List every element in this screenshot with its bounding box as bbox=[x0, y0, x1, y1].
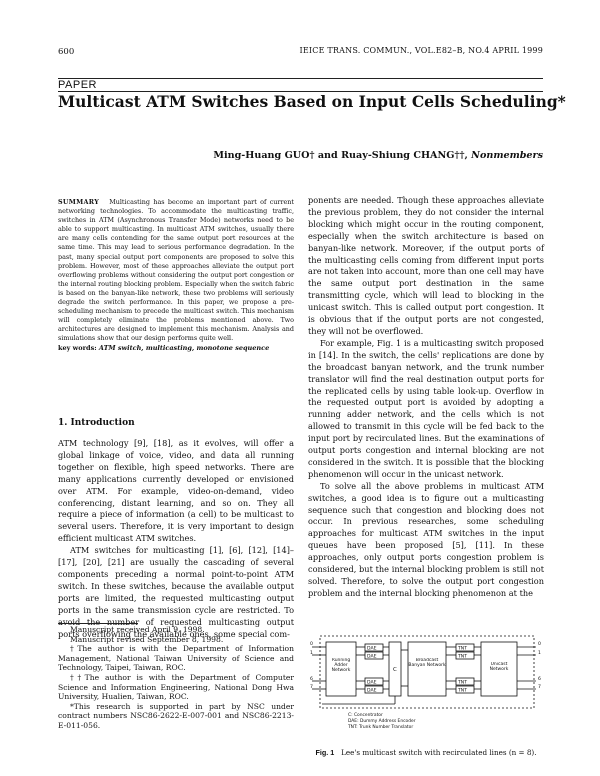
dae-box-2 bbox=[364, 651, 384, 660]
input-label-1: 1 bbox=[310, 650, 313, 656]
author-line: Ming-Huang GUO† and Ruay-Shiung CHANG††,… bbox=[213, 150, 543, 161]
legend-dae: DAE: Dummy Address Encoder bbox=[348, 718, 416, 724]
legend-concentrator: C: Concentrator bbox=[348, 712, 383, 718]
input-label-0: 0 bbox=[310, 641, 313, 647]
page-number: 600 bbox=[58, 47, 75, 57]
tnt-label-1: TNT bbox=[457, 646, 467, 652]
running-adder-block bbox=[325, 641, 357, 697]
footnote-rule bbox=[58, 623, 138, 624]
tnt-label-2: TNT bbox=[457, 654, 467, 660]
output-label-1: 1 bbox=[538, 650, 541, 656]
left-column-body: ATM technology [9], [18], as it evolves,… bbox=[58, 438, 294, 640]
journal-header: IEICE TRANS. COMMUN., VOL.E82–B, NO.4 AP… bbox=[299, 46, 543, 55]
intro-paragraph-5: To solve all the above problems in multi… bbox=[308, 480, 544, 598]
legend-tnt: TNT: Trunk Number Translator bbox=[347, 724, 413, 730]
figure-1-caption-text: Lee's multicast switch with recirculated… bbox=[341, 748, 537, 757]
dae-box-4 bbox=[364, 685, 384, 694]
tnt-label-4: TNT bbox=[457, 688, 467, 694]
tnt-box-2 bbox=[455, 651, 475, 660]
footnotes: Manuscript received April 9, 1998. Manus… bbox=[58, 625, 294, 731]
figure-1-caption-label: Fig. 1 bbox=[315, 748, 335, 757]
abstract-text: Multicasting has become an important par… bbox=[58, 198, 294, 343]
figure-1: 0 1 6 7 0 1 6 7 DAE DAE DAE DAE TNT TNT … bbox=[308, 630, 544, 755]
banyan-label: Broadcast Banyan Network bbox=[408, 658, 446, 669]
keywords-text: ATM switch, multicasting, monotone seque… bbox=[98, 343, 270, 352]
right-column-body: ponents are needed. Though these approac… bbox=[308, 195, 544, 600]
dae-label-1: DAE bbox=[367, 646, 377, 652]
unicast-label: Unicast Network bbox=[489, 662, 509, 673]
output-label-6: 6 bbox=[538, 676, 541, 682]
tnt-box-4 bbox=[455, 685, 475, 694]
output-label-7: 7 bbox=[538, 684, 541, 690]
concentrator-label: C bbox=[393, 667, 397, 673]
footnote-author-1: †The author is with the Department of In… bbox=[58, 644, 294, 673]
top-rule bbox=[58, 78, 543, 79]
dae-label-2: DAE bbox=[367, 654, 377, 660]
footnote-author-2: ††The author is with the Department of C… bbox=[58, 672, 294, 702]
unicast-block bbox=[480, 641, 518, 697]
paper-type-rule bbox=[58, 91, 543, 92]
intro-paragraph-4: For example, Fig. 1 is a multicasting sw… bbox=[308, 337, 544, 479]
section-heading-introduction: 1. Introduction bbox=[58, 418, 135, 428]
abstract: SUMMARY Multicasting has become an impor… bbox=[58, 198, 294, 353]
keywords: key words: ATM switch, multicasting, mon… bbox=[58, 344, 294, 353]
intro-paragraph-1: ATM technology [9], [18], as it evolves,… bbox=[58, 438, 294, 544]
input-label-6: 6 bbox=[310, 676, 313, 682]
intro-paragraph-3: ponents are needed. Though these approac… bbox=[308, 195, 544, 336]
input-label-7: 7 bbox=[310, 684, 313, 690]
tnt-label-3: TNT bbox=[457, 680, 467, 686]
author-role: Nonmembers bbox=[471, 150, 543, 161]
keywords-label: key words: bbox=[58, 343, 97, 352]
intro-paragraph-2: ATM switches for multicasting [1], [6], … bbox=[58, 545, 294, 639]
figure-1-diagram: 0 1 6 7 0 1 6 7 DAE DAE DAE DAE TNT TNT … bbox=[310, 635, 541, 730]
dae-label-3: DAE bbox=[367, 680, 377, 686]
dae-box-3 bbox=[364, 677, 384, 686]
footnote-received: Manuscript received April 9, 1998. bbox=[70, 625, 205, 634]
dae-label-4: DAE bbox=[367, 688, 377, 694]
paper-title: Multicast ATM Switches Based on Input Ce… bbox=[58, 92, 566, 111]
dae-box-1 bbox=[364, 643, 384, 652]
paper-type-label: PAPER bbox=[58, 79, 97, 91]
output-label-0: 0 bbox=[538, 641, 541, 647]
banyan-block bbox=[407, 641, 447, 697]
tnt-box-1 bbox=[455, 643, 475, 652]
footnote-support: *This research is supported in part by N… bbox=[58, 701, 294, 730]
adder-label: Running Adder Network bbox=[331, 658, 351, 674]
footnote-revised: Manuscript revised September 8, 1998. bbox=[70, 634, 224, 644]
figure-1-caption: Fig. 1 Lee's multicast switch with recir… bbox=[308, 748, 544, 757]
abstract-label: SUMMARY bbox=[58, 198, 100, 206]
author-names: Ming-Huang GUO† and Ruay-Shiung CHANG††, bbox=[213, 150, 468, 161]
tnt-box-3 bbox=[455, 677, 475, 686]
recirculation-box bbox=[319, 635, 535, 709]
